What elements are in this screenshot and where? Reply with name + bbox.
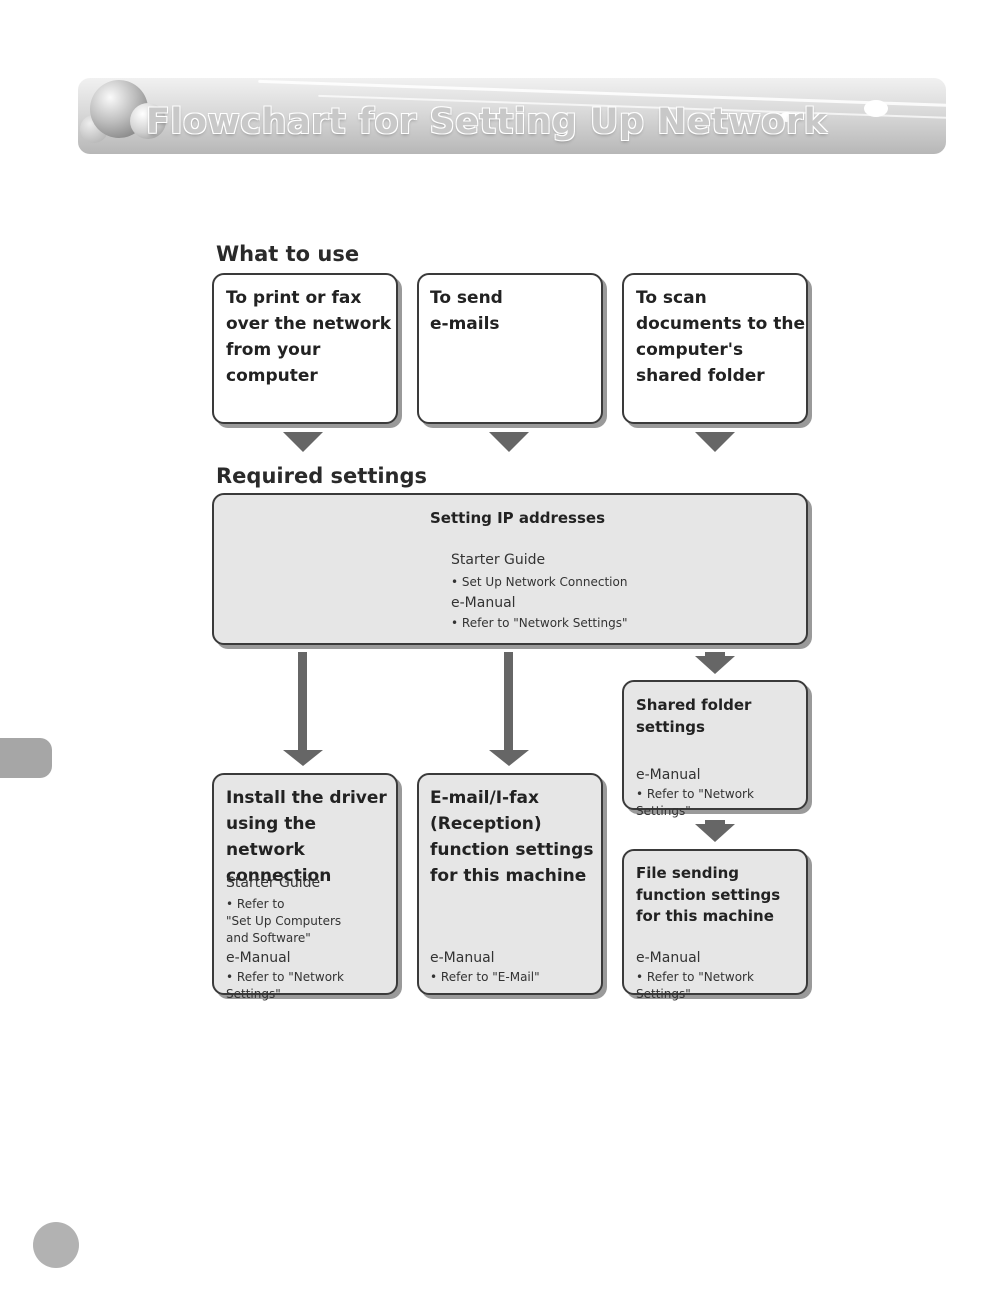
ip-address-box: Setting IP addresses Starter Guide • Set… — [212, 493, 808, 645]
filesend-box-title: File sending function settings for this … — [636, 864, 781, 925]
ip-box-title: Setting IP addresses — [430, 509, 606, 527]
filesend-box-guide: e-Manual — [636, 950, 701, 966]
use-box-scan-shared-folder: To scan documents to the computer's shar… — [622, 273, 808, 424]
driver-box-guide: e-Manual — [226, 950, 291, 966]
chapter-tab — [0, 738, 52, 778]
use-box-title: To send e-mails — [430, 288, 503, 334]
use-box-title: To print or fax over the network from yo… — [226, 288, 392, 386]
install-driver-box: Install the driver using the network con… — [212, 773, 398, 1001]
ip-box-guide: Starter Guide — [451, 552, 546, 568]
email-box-ref: • Refer to "E-Mail" — [430, 970, 540, 984]
section-heading-required-settings: Required settings — [216, 464, 428, 488]
header-banner — [78, 78, 946, 154]
driver-box-ref: • Refer to "Network Settings" — [226, 970, 344, 1001]
arrow-shaft — [504, 652, 513, 752]
file-sending-settings-box: File sending function settings for this … — [622, 849, 808, 1001]
use-box-print-fax: To print or fax over the network from yo… — [212, 273, 398, 424]
ip-box-ref: • Refer to "Network Settings" — [451, 616, 628, 630]
shared-folder-settings-box: Shared folder settings e-Manual • Refer … — [622, 680, 808, 818]
arrow-down-icon — [489, 750, 529, 766]
section-heading-what-to-use: What to use — [216, 242, 360, 266]
ip-box-guide: e-Manual — [451, 595, 516, 611]
filesend-box-ref: • Refer to "Network Settings" — [636, 970, 754, 1001]
email-box-title: E-mail/I-fax (Reception) function settin… — [430, 788, 594, 886]
page-title: Flowchart for Setting Up Network — [146, 102, 828, 142]
arrow-down-icon — [695, 432, 735, 452]
use-box-send-email: To send e-mails — [417, 273, 603, 424]
shared-box-guide: e-Manual — [636, 767, 701, 783]
decorative-dot — [780, 112, 793, 122]
arrow-down-icon — [283, 432, 323, 452]
shared-box-ref: • Refer to "Network Settings" — [636, 787, 754, 818]
shared-box-title: Shared folder settings — [636, 696, 752, 736]
driver-box-title: Install the driver using the network con… — [226, 788, 387, 886]
arrow-down-icon — [695, 820, 735, 842]
page-number-marker — [33, 1222, 79, 1268]
decorative-sphere — [130, 103, 166, 139]
driver-box-ref: • Refer to "Set Up Computers and Softwar… — [226, 897, 342, 945]
use-box-title: To scan documents to the computer's shar… — [636, 288, 806, 386]
email-box-guide: e-Manual — [430, 950, 495, 966]
arrow-down-icon — [695, 652, 735, 674]
email-ifax-settings-box: E-mail/I-fax (Reception) function settin… — [417, 773, 603, 995]
driver-box-guide: Starter Guide — [226, 875, 321, 891]
arrow-down-icon — [489, 432, 529, 452]
decorative-dot — [864, 100, 888, 117]
arrow-shaft — [298, 652, 307, 752]
ip-box-ref: • Set Up Network Connection — [451, 575, 628, 589]
arrow-down-icon — [283, 750, 323, 766]
